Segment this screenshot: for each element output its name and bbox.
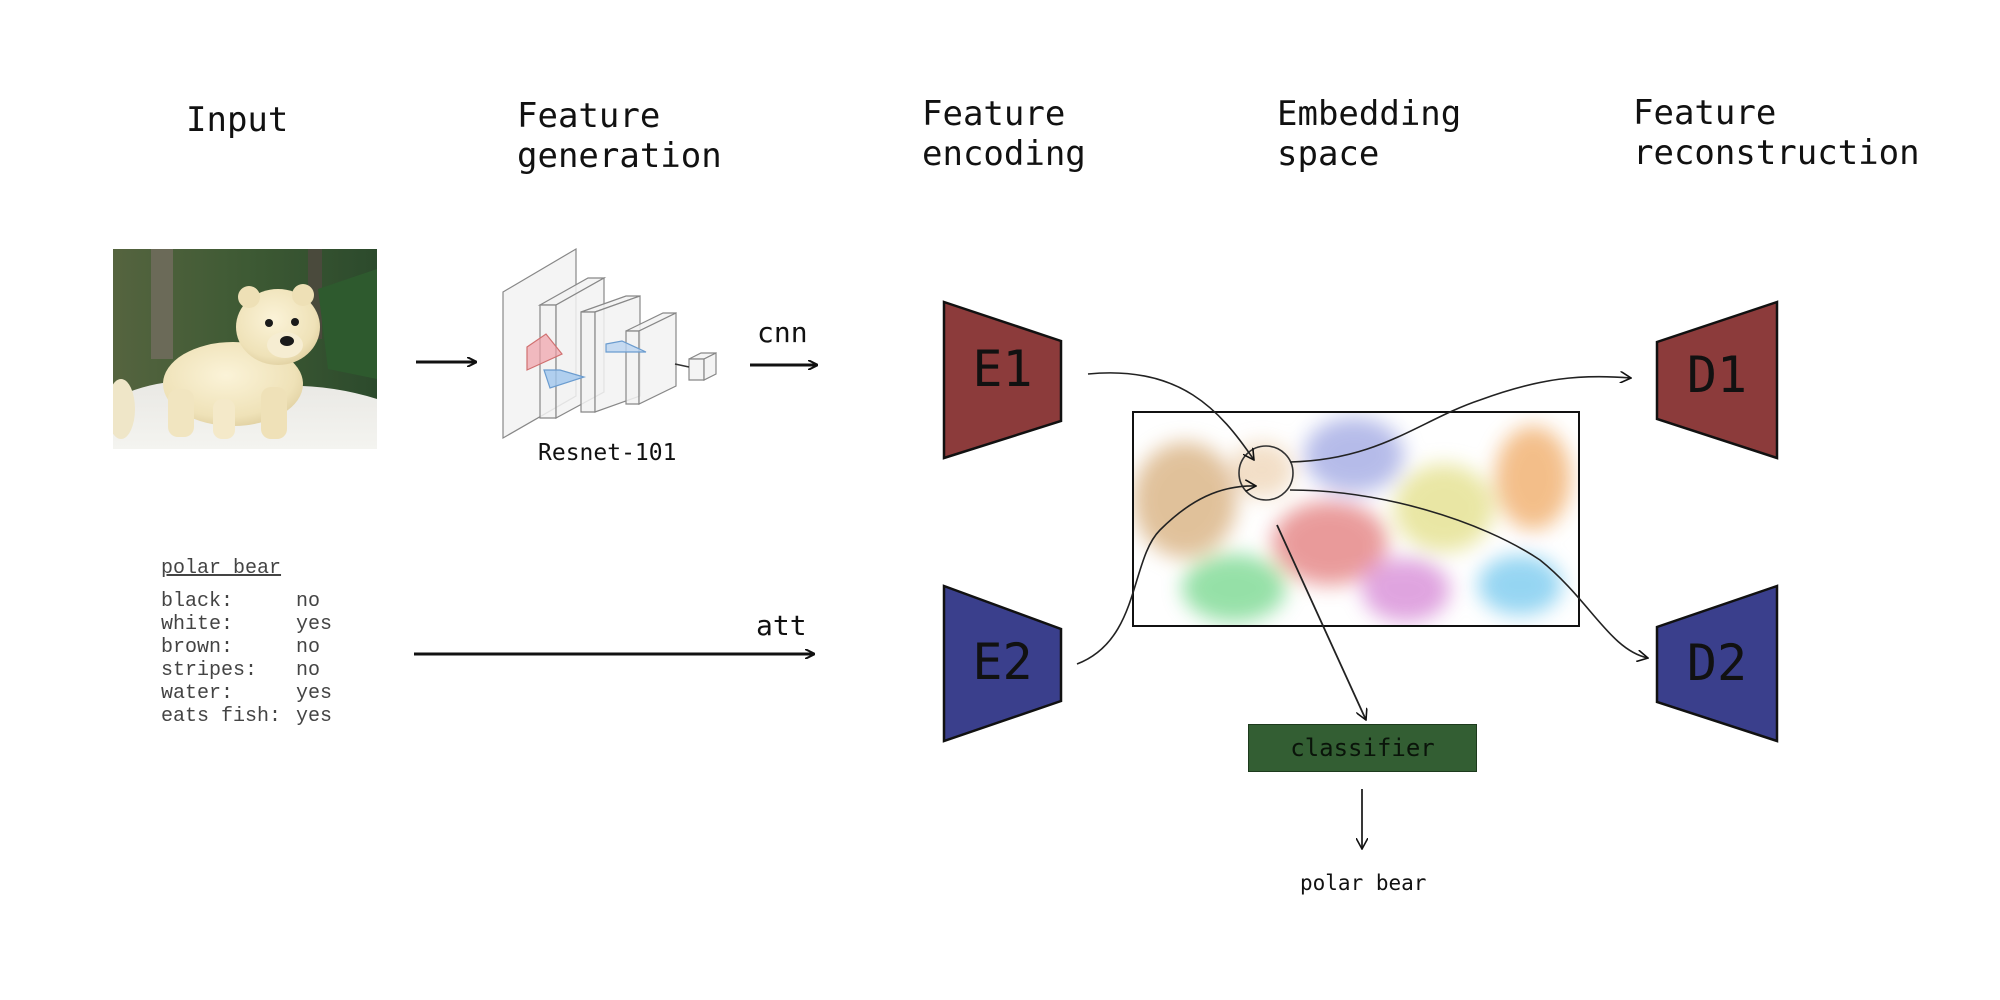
header-embedding-space: Embedding space xyxy=(1277,94,1461,174)
attribute-value: yes xyxy=(296,613,333,636)
embedding-cluster xyxy=(1394,464,1494,552)
decoder-d1-label: D1 xyxy=(1686,346,1748,404)
cnn-label: cnn xyxy=(757,316,808,349)
arrow-e1-to-embedding xyxy=(1087,372,1254,460)
attribute-key: eats fish: xyxy=(161,705,282,728)
embedding-cluster xyxy=(1362,558,1450,622)
classifier-box: classifier xyxy=(1248,724,1477,772)
arrow-e2-to-embedding xyxy=(1076,486,1256,665)
attribute-row: black: no xyxy=(161,590,332,613)
embedding-cluster xyxy=(1133,442,1237,558)
arrow-embedding-to-d1 xyxy=(1289,377,1631,463)
header-line: space xyxy=(1277,134,1380,174)
attribute-row: white: yes xyxy=(161,613,332,636)
embedding-cluster xyxy=(1272,501,1388,585)
embedding-clusters xyxy=(1133,417,1571,622)
header-line: Embedding xyxy=(1277,94,1462,134)
resnet-network-icon xyxy=(502,247,717,440)
attribute-key: black: xyxy=(161,590,234,613)
classifier-label: classifier xyxy=(1290,734,1435,762)
attribute-value: no xyxy=(296,659,321,682)
attribute-key: white: xyxy=(161,613,234,636)
arrow-embedding-to-classifier xyxy=(1276,524,1366,720)
embedding-cluster xyxy=(1304,417,1404,493)
header-feature-generation: Feature generation xyxy=(517,96,722,176)
embedding-cluster xyxy=(1495,426,1571,530)
decoder-d2-shape xyxy=(1655,584,1779,743)
encoder-e2-shape xyxy=(942,584,1063,743)
header-line: generation xyxy=(517,136,722,176)
attribute-class-title: polar bear xyxy=(161,557,282,580)
embedding-cluster xyxy=(1182,554,1286,622)
decoder-d2-label: D2 xyxy=(1686,634,1748,692)
header-line: reconstruction xyxy=(1633,133,1920,173)
att-label: att xyxy=(756,609,807,642)
attribute-row: brown: no xyxy=(161,636,332,659)
header-feature-encoding: Feature encoding xyxy=(922,94,1086,174)
encoder-e2-label: E2 xyxy=(972,633,1033,691)
attribute-value: yes xyxy=(296,705,333,728)
header-line: Feature xyxy=(922,94,1066,134)
encoder-e1-shape xyxy=(942,300,1063,460)
attribute-row: stripes: no xyxy=(161,659,332,682)
attribute-value: yes xyxy=(296,682,333,705)
attribute-row: eats fish: yes xyxy=(161,705,332,728)
polar-bear-embedding-circle xyxy=(1238,445,1294,501)
attribute-key: brown: xyxy=(161,636,234,659)
input-photo-polar-bear xyxy=(113,249,377,449)
attribute-key: water: xyxy=(161,682,234,705)
embedding-space-box xyxy=(1132,411,1580,627)
resnet-label: Resnet-101 xyxy=(538,440,677,466)
decoder-d1-shape xyxy=(1655,300,1779,460)
attribute-value: no xyxy=(296,636,321,659)
attribute-key: stripes: xyxy=(161,659,258,682)
header-line: Feature xyxy=(517,96,661,136)
embedding-cluster xyxy=(1478,555,1562,615)
attribute-value: no xyxy=(296,590,321,613)
header-line: encoding xyxy=(922,134,1086,174)
header-input: Input xyxy=(186,100,289,140)
encoder-e1-label: E1 xyxy=(972,340,1033,398)
polar-bear-image xyxy=(113,249,377,449)
header-feature-reconstruction: Feature reconstruction xyxy=(1633,93,1920,173)
arrow-embedding-to-d2 xyxy=(1289,489,1648,658)
output-class-label: polar bear xyxy=(1300,871,1427,895)
header-line: Feature xyxy=(1633,93,1777,133)
attribute-row: water: yes xyxy=(161,682,332,705)
